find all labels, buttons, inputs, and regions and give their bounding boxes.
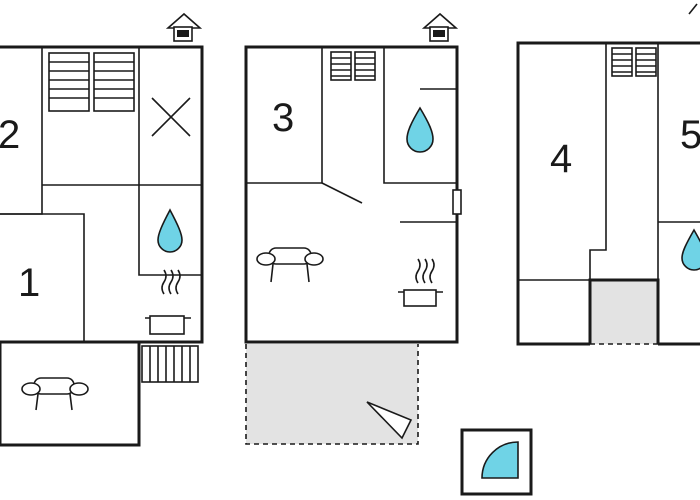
sofa-icon (21, 377, 89, 411)
bathroom-drop-icon (157, 208, 183, 253)
building-right: 4 5 (516, 3, 700, 346)
room-3-label: 3 (272, 96, 294, 140)
house-entrance-icon (421, 12, 459, 42)
house-entrance-icon (165, 12, 203, 42)
outbuilding (460, 428, 533, 496)
direction-arrow-icon (366, 401, 413, 440)
building-middle: 3 (244, 12, 462, 445)
bed-icon (611, 47, 657, 77)
partial-icon (688, 3, 698, 15)
terrace-right (590, 280, 658, 344)
room-1-label: 1 (18, 261, 40, 305)
bathroom-drop-icon (681, 228, 700, 271)
bed-icon (330, 51, 376, 81)
building-left: 2 1 (0, 12, 204, 447)
bed-icon (48, 52, 135, 112)
sofa-icon (256, 247, 324, 283)
door-marker (452, 189, 462, 215)
room-2-label: 2 (0, 113, 20, 157)
room-5-label: 5 (680, 113, 700, 157)
void-cross-icon (151, 97, 191, 137)
bathroom-drop-icon (406, 106, 434, 153)
stairs-icon (141, 345, 199, 383)
kitchen-pot-icon (145, 269, 191, 335)
compass-icon (481, 441, 519, 479)
room-4-label: 4 (550, 137, 572, 181)
terrace-middle (246, 344, 418, 444)
kitchen-pot-icon (398, 258, 443, 307)
